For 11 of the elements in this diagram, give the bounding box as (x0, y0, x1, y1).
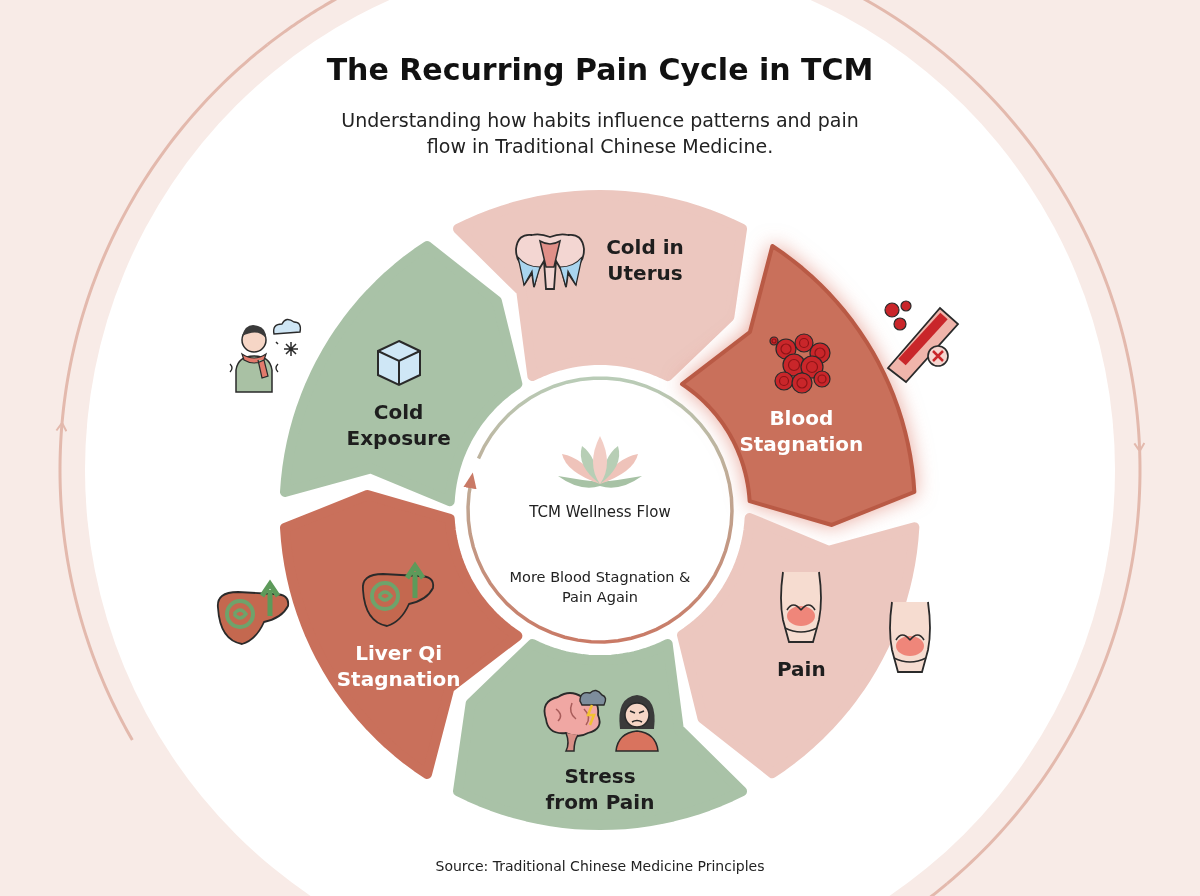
segment-label: Blood Stagnation (738, 404, 865, 457)
center-title: TCM Wellness Flow (528, 502, 672, 523)
cycle-note: More Blood Stagnation & Pain Again (508, 568, 692, 607)
title: The Recurring Pain Cycle in TCM (325, 52, 875, 87)
segment-label: Pain (775, 656, 827, 683)
segment-label: Cold in Uterus (605, 233, 685, 286)
subtitle: Understanding how habits influence patterns and pain flow in Traditional Chinese Medicine. (340, 108, 860, 159)
segment-label: Cold Exposure (345, 398, 452, 451)
segment-label: Liver Qi Stagnation (335, 640, 462, 693)
segment-label: Stress from Pain (544, 763, 656, 816)
source-note: Source: Traditional Chinese Medicine Principles (434, 857, 766, 876)
